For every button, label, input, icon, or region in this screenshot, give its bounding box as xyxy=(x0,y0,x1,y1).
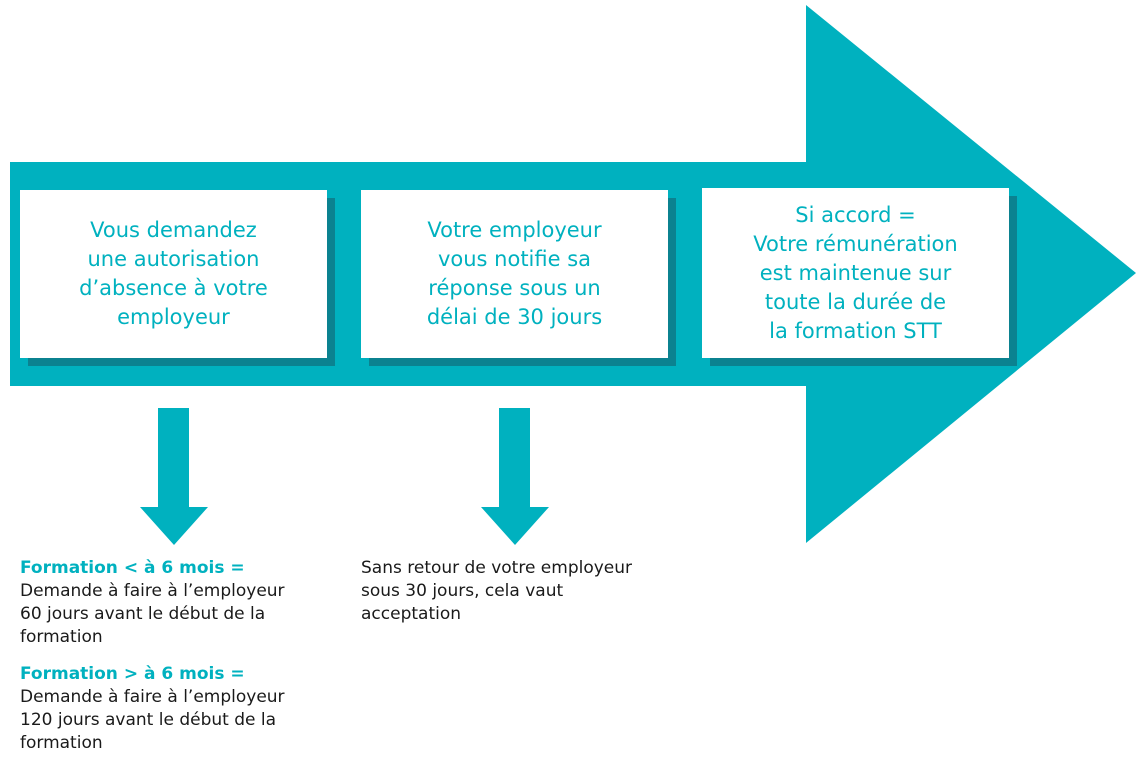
step-box-salary-maintained: Si accord = Votre rémunération est maint… xyxy=(702,188,1009,358)
step-label: Vous demandez une autorisation d’absence… xyxy=(79,218,268,329)
condition-heading-short-training: Formation < à 6 mois = xyxy=(20,558,245,578)
down-arrow-step-1 xyxy=(140,408,208,545)
step-box-request: Vous demandez une autorisation d’absence… xyxy=(20,190,327,358)
step-label: Si accord = Votre rémunération est maint… xyxy=(753,202,958,343)
note-no-response-acceptance: Sans retour de votre employeur sous 30 j… xyxy=(361,558,633,624)
condition-text-short-training: Demande à faire à l’employeur 60 jours a… xyxy=(20,581,285,647)
condition-heading-long-training: Formation > à 6 mois = xyxy=(20,664,245,684)
step-box-employer-response: Votre employeur vous notifie sa réponse … xyxy=(361,190,668,358)
step-label: Votre employeur vous notifie sa réponse … xyxy=(426,218,603,329)
condition-text-long-training: Demande à faire à l’employeur 120 jours … xyxy=(20,687,285,753)
down-arrow-step-2 xyxy=(481,408,549,545)
